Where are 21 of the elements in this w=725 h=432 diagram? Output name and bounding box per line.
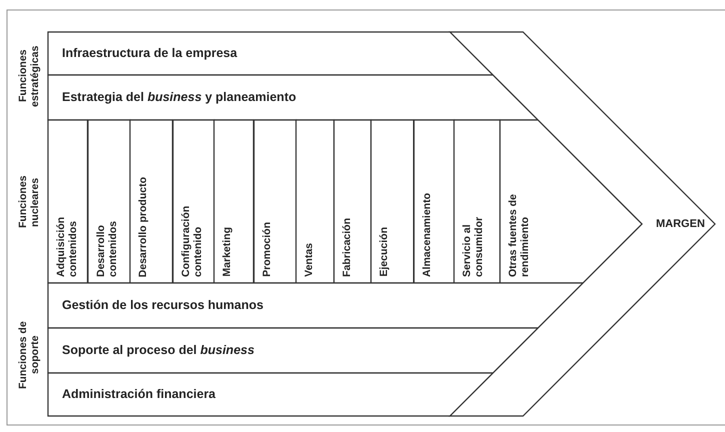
activity-label: Adquisición contenidos: [55, 216, 80, 277]
activity-label: Configuración contenido: [180, 204, 204, 277]
activity-label: Infraestructura de la empresa: [62, 45, 238, 62]
activity-label: Desarrollo producto: [137, 176, 150, 277]
activity-label: Ventas: [303, 243, 316, 277]
group-label: Funciones estratégicas: [16, 44, 42, 109]
activity-label: Fabricación: [341, 218, 354, 277]
activity-label: Soporte al proceso del business: [62, 342, 254, 360]
activity-label: Servicio al consumidor: [461, 216, 486, 277]
activity-label: Marketing: [221, 227, 234, 277]
activity-label: Ejecución: [378, 227, 390, 277]
group-label: Funciones nucleares: [16, 174, 42, 230]
activity-label: Gestión de los recursos humanos: [62, 297, 264, 314]
margin-label: MARGEN: [656, 217, 705, 232]
group-label: Funciones de soporte: [16, 320, 42, 391]
activity-label: Otras fuentes de rendimiento: [507, 193, 532, 277]
activity-label: Almacenamiento: [420, 192, 433, 277]
activity-label: Administración financiera: [62, 386, 216, 404]
activity-label: Desarrollo contenidos: [94, 220, 119, 277]
activity-label: Estrategia del business y planeamiento: [62, 89, 296, 106]
activity-label: Promoción: [260, 222, 273, 277]
